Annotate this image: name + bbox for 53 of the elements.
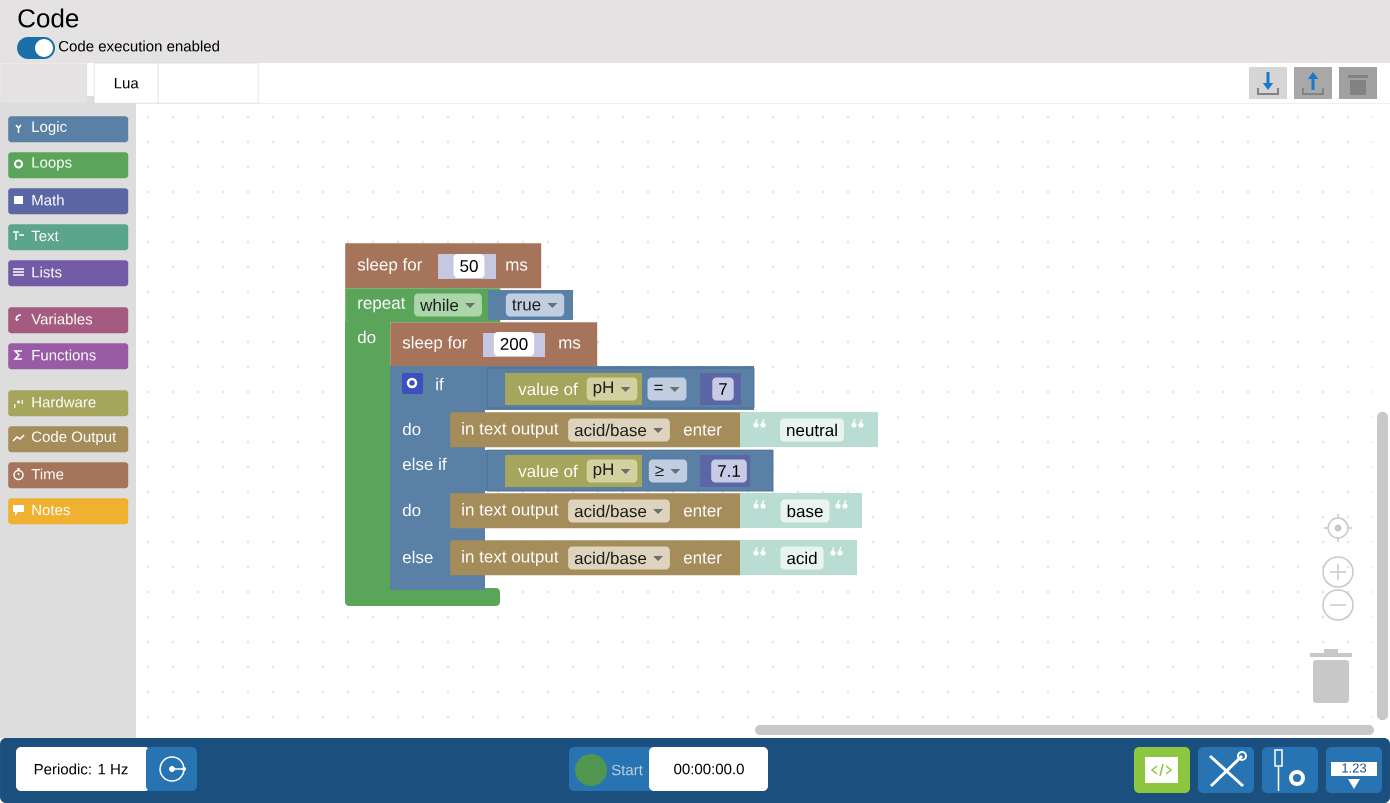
block-label: do xyxy=(402,503,421,517)
category-button: Math xyxy=(8,188,129,215)
digits-display-button: 1.23 xyxy=(1326,747,1382,793)
block-label: if xyxy=(436,377,444,391)
dropdown: pH xyxy=(586,377,638,401)
category-button: Time xyxy=(8,462,129,489)
category-button: Logic xyxy=(8,116,129,143)
block-label: else if xyxy=(402,457,447,471)
block-label: sleep for xyxy=(402,336,468,352)
dropdown: while xyxy=(414,293,482,317)
block-label: enter xyxy=(683,424,722,436)
dropdown: ≥ xyxy=(648,459,688,483)
block-label: ms xyxy=(506,261,528,271)
category-button: Notes xyxy=(8,498,129,525)
block-label: sleep for xyxy=(357,258,423,274)
block-label: do xyxy=(357,330,376,344)
string-block: neutral xyxy=(740,412,878,447)
category-button: Hardware xyxy=(8,390,129,417)
time-display: 00:00:00.0 xyxy=(649,747,768,791)
tab xyxy=(158,63,259,104)
category-button: Text xyxy=(8,224,129,251)
block-label: else xyxy=(402,550,433,564)
block-label: enter xyxy=(683,552,722,564)
tab xyxy=(0,63,88,104)
dropdown: acid/base xyxy=(568,546,670,570)
block-label: ms xyxy=(559,339,581,349)
category-button: Loops xyxy=(8,152,129,179)
number-block: 200 xyxy=(483,332,545,357)
category-button: Variables xyxy=(8,307,129,334)
string-block: acid xyxy=(740,540,857,575)
block-label: repeat xyxy=(358,297,406,313)
block-label: in text output xyxy=(462,503,559,519)
string-block: base xyxy=(740,493,862,528)
dropdown: acid/base xyxy=(568,499,670,523)
dropdown: pH xyxy=(586,459,638,483)
toggle-label: Code execution enabled xyxy=(59,40,219,52)
number-block: 7 xyxy=(700,373,741,405)
block-label: in text output xyxy=(462,550,559,566)
category-button: Lists xyxy=(8,260,129,287)
number-block: 50 xyxy=(438,254,496,279)
block-label: enter xyxy=(683,505,722,517)
tab: Lua xyxy=(94,63,159,104)
category-button: Functions xyxy=(8,343,129,370)
start-button: Start xyxy=(569,747,655,791)
number-block: 7.1 xyxy=(700,455,750,487)
mode-field: Periodic: 1 Hz xyxy=(16,747,150,791)
dropdown: acid/base xyxy=(568,418,670,442)
dropdown: true xyxy=(505,293,565,317)
category-button: Code Output xyxy=(8,426,129,453)
dropdown: = xyxy=(647,377,687,401)
page-title: Code xyxy=(18,8,79,28)
block-label: in text output xyxy=(462,422,559,438)
block-label: do xyxy=(402,422,421,436)
